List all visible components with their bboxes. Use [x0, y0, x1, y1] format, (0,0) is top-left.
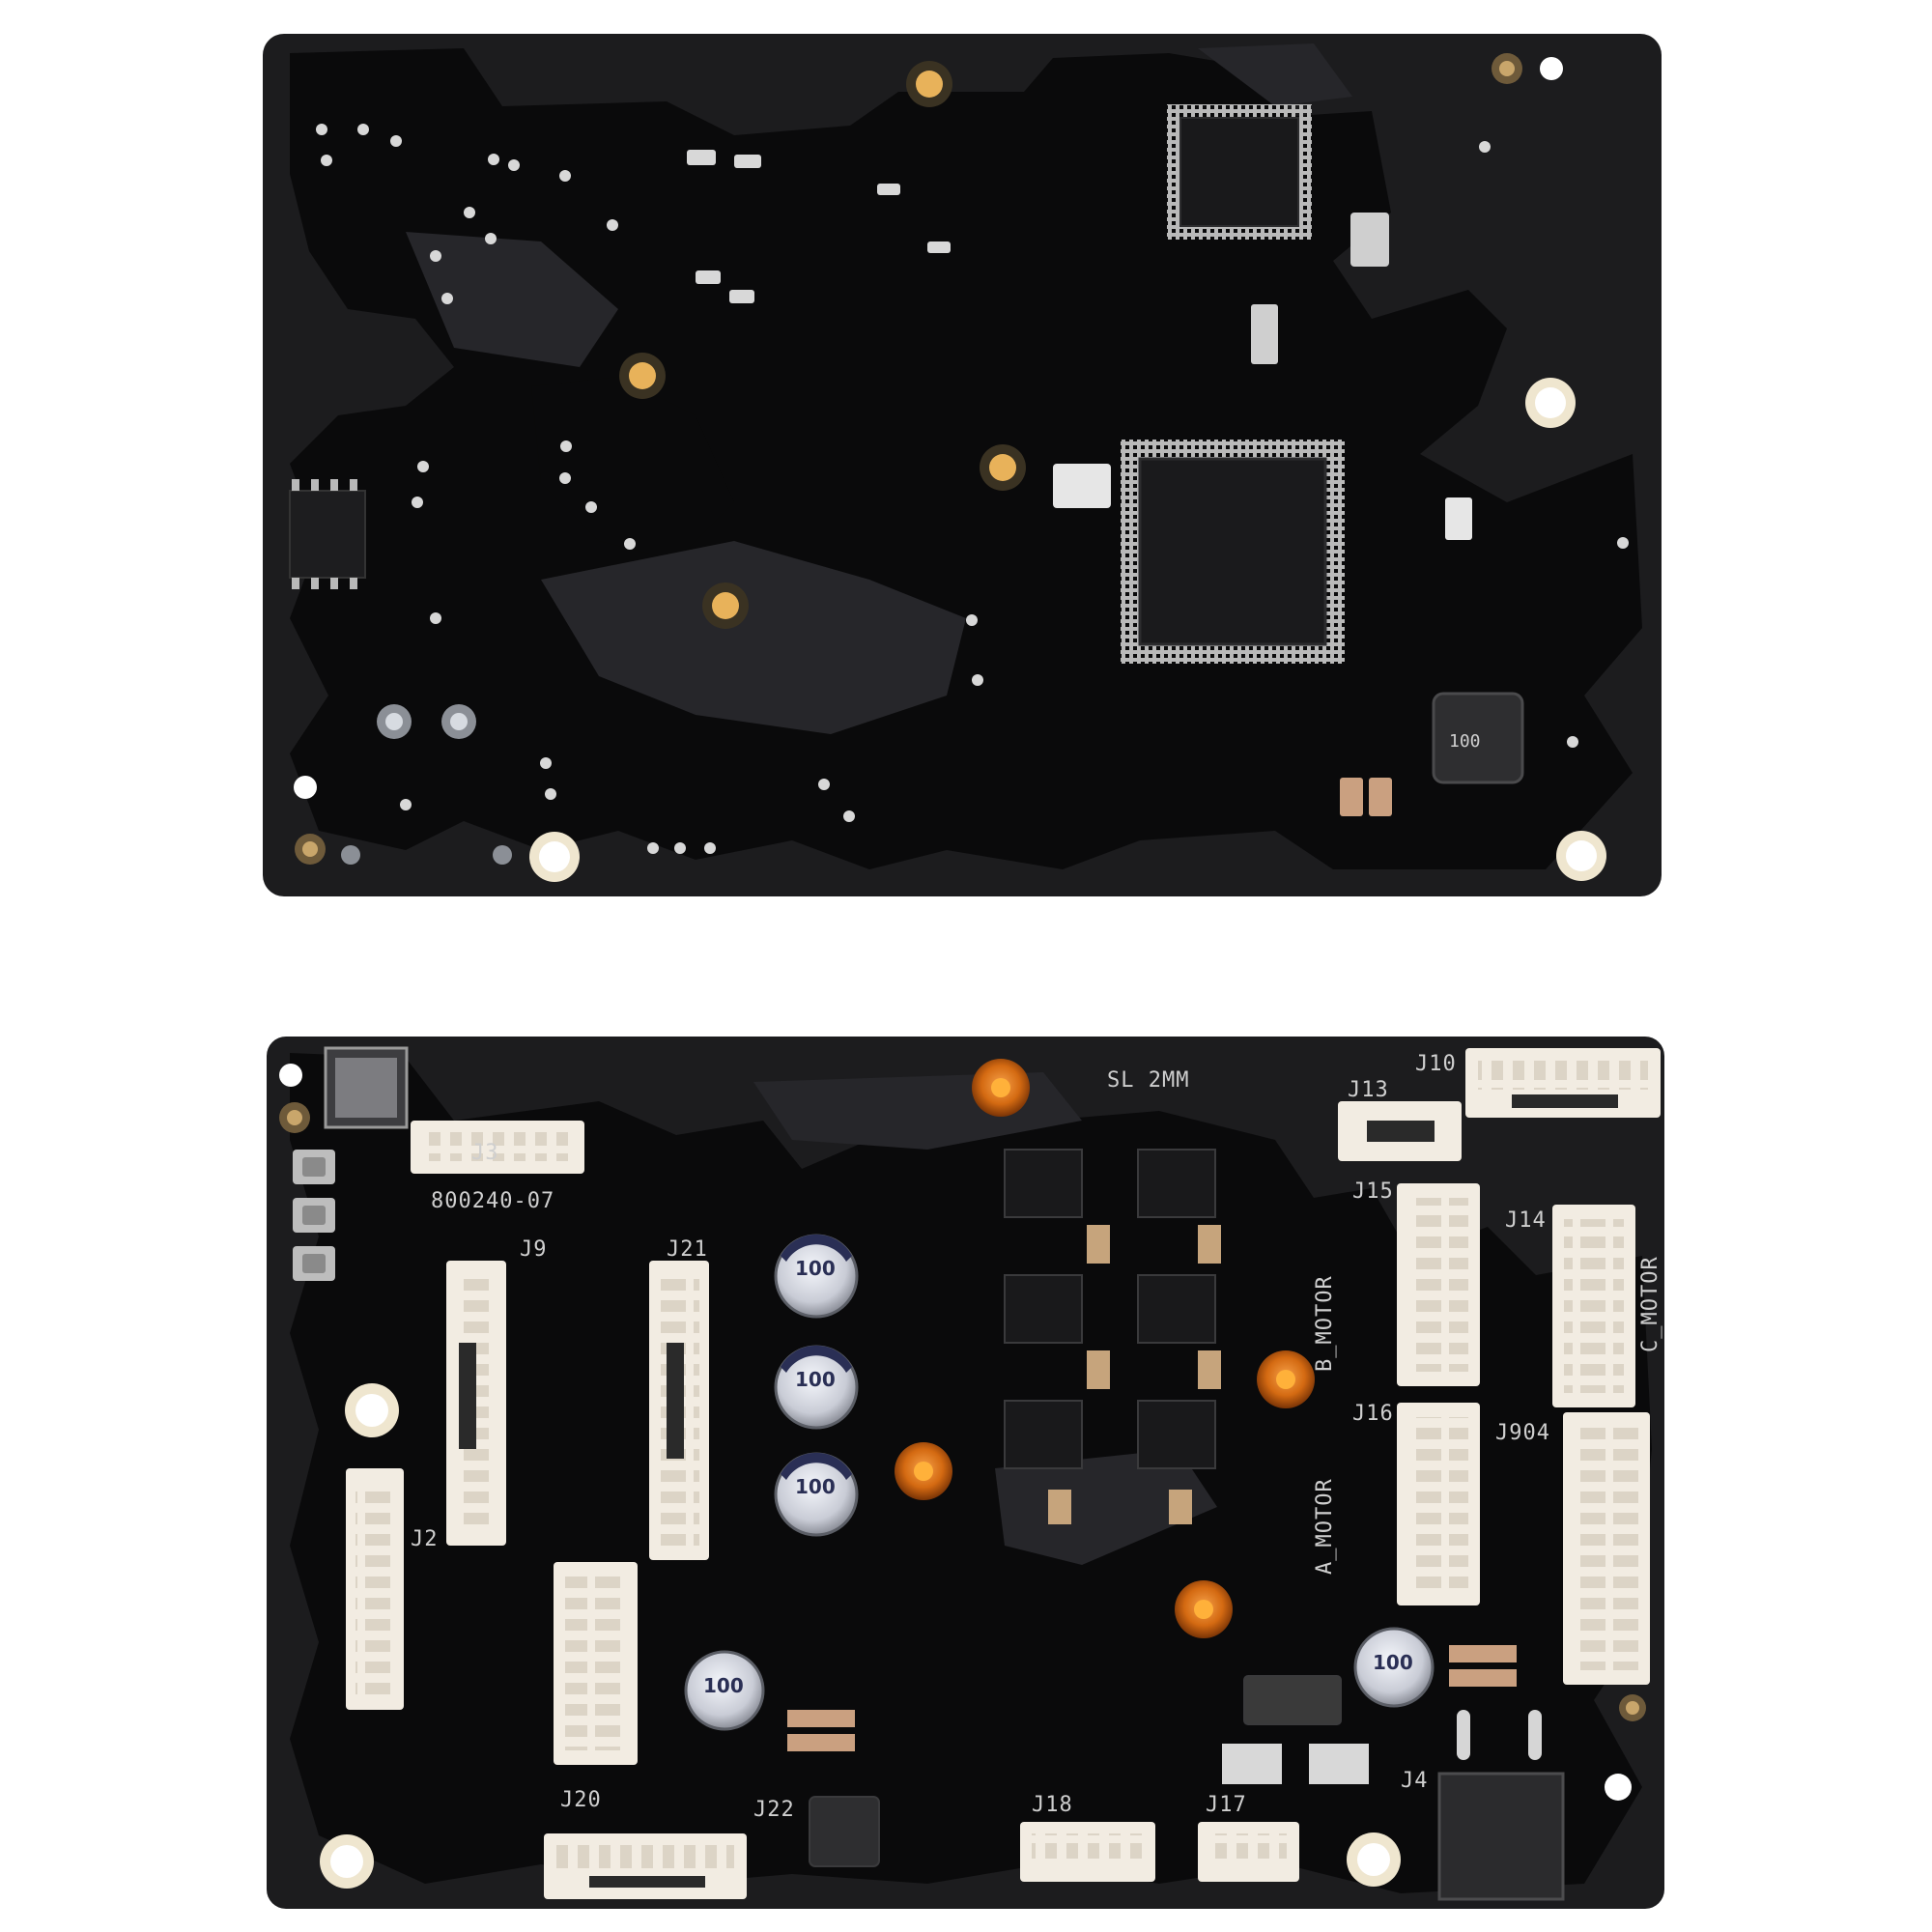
- connector-j16: [1397, 1403, 1480, 1605]
- bottom-copper-rings: [895, 1059, 1315, 1638]
- silk-j4: J4: [1401, 1769, 1429, 1793]
- bottom-power-jack: [1437, 1710, 1565, 1901]
- top-power-inductor: 100: [1432, 692, 1524, 784]
- top-secondary-qfp: [1167, 104, 1312, 240]
- silk-c-motor: C_MOTOR: [1638, 1256, 1662, 1352]
- bottom-board: 100 100 100 100 100: [267, 1037, 1664, 1909]
- top-gold-pads: [619, 61, 1026, 629]
- silk-j9: J9: [520, 1237, 548, 1262]
- silk-j21: J21: [667, 1237, 708, 1262]
- top-soic-chip: [289, 479, 366, 589]
- connector-j10: [1465, 1048, 1661, 1118]
- svg-text:100: 100: [1449, 731, 1481, 752]
- connector-j15: [1397, 1183, 1480, 1386]
- silk-a-motor: A_MOTOR: [1313, 1478, 1337, 1575]
- connector-j9: [446, 1261, 506, 1546]
- bottom-silkscreen: 800240-07 SL 2MM J10 J13 J15 J14 J16 J90…: [411, 1052, 1662, 1822]
- top-main-mcu: [1121, 440, 1345, 664]
- bottom-capacitors: 100 100 100 100 100: [684, 1234, 1435, 1731]
- bottom-connectors: [346, 1048, 1661, 1899]
- silk-b-motor: B_MOTOR: [1313, 1275, 1337, 1372]
- silk-j14: J14: [1505, 1208, 1547, 1233]
- top-board-exposed-mask: [406, 43, 1352, 734]
- bottom-passives: [787, 1225, 1517, 1784]
- top-board: 100: [263, 34, 1662, 896]
- capacitor-2: 100: [774, 1345, 859, 1430]
- datamatrix-label: [324, 1046, 409, 1129]
- connector-j3: [411, 1121, 584, 1174]
- connector-j904: [1563, 1412, 1650, 1685]
- top-mounting-holes: [294, 53, 1606, 882]
- connector-j21: [649, 1261, 709, 1560]
- silk-j18: J18: [1032, 1793, 1073, 1817]
- silk-j13: J13: [1348, 1078, 1389, 1102]
- silk-j22: J22: [753, 1798, 795, 1822]
- connector-j14: [1552, 1205, 1635, 1407]
- silk-j15: J15: [1352, 1179, 1394, 1204]
- bottom-driver-ics: [809, 1149, 1342, 1867]
- silk-board-code: 800240-07: [431, 1189, 554, 1213]
- silk-sl-label: SL 2MM: [1107, 1068, 1189, 1093]
- silk-j16: J16: [1352, 1402, 1394, 1426]
- connector-j2: [346, 1468, 404, 1710]
- silk-j10: J10: [1415, 1052, 1457, 1076]
- connector-j20: [554, 1562, 638, 1765]
- connector-j13: [1338, 1101, 1462, 1161]
- bottom-tactile-switches: [293, 1150, 335, 1281]
- capacitor-5: 100: [1353, 1627, 1435, 1708]
- silk-j17: J17: [1206, 1793, 1247, 1817]
- silk-j904: J904: [1495, 1421, 1550, 1445]
- top-screw-pads: [341, 704, 512, 865]
- capacitor-1-label: 100: [795, 1257, 836, 1280]
- connector-j18: [1020, 1822, 1155, 1882]
- silk-j20: J20: [560, 1788, 602, 1812]
- silk-j2: J2: [411, 1527, 439, 1551]
- capacitor-4: 100: [684, 1650, 765, 1731]
- bottom-mounting-holes: [279, 1064, 1646, 1889]
- top-smd-components: [316, 124, 1629, 854]
- capacitor-3: 100: [774, 1452, 859, 1537]
- capacitor-2-label: 100: [795, 1368, 836, 1391]
- capacitor-4-label: 100: [703, 1674, 744, 1697]
- connector-j22: [544, 1833, 747, 1899]
- capacitor-5-label: 100: [1373, 1651, 1413, 1674]
- connector-j17: [1198, 1822, 1299, 1882]
- silk-j3: J3: [471, 1141, 499, 1165]
- capacitor-1: 100: [774, 1234, 859, 1319]
- capacitor-3-label: 100: [795, 1475, 836, 1498]
